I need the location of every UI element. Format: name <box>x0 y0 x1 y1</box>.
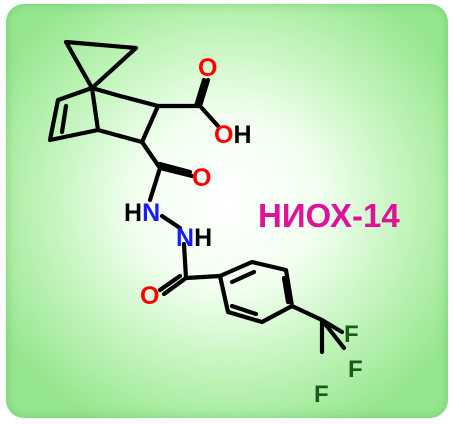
compound-name: НИОХ-14 <box>258 197 400 234</box>
fluorine-2: F <box>348 356 363 383</box>
benzene-inner-bonds <box>229 269 291 317</box>
benzoyl-bonds <box>157 241 223 297</box>
acid-carbonyl-oxygen: O <box>198 54 217 82</box>
amide-bonds <box>139 139 195 203</box>
fluorine-1: F <box>344 321 359 348</box>
cf3-bonds <box>289 303 347 355</box>
cyclopropane-ring <box>63 39 139 91</box>
amide-oxygen-1: O <box>192 164 211 192</box>
amide-nh-2: NH <box>176 224 212 252</box>
fluorine-3: F <box>314 381 329 408</box>
alkene-double-bond <box>59 103 69 135</box>
amide-nh-1: HN <box>124 199 160 227</box>
background-card <box>6 4 448 418</box>
hydrazide-bond <box>159 213 183 231</box>
amide-oxygen-2: O <box>140 282 159 310</box>
bicyclic-framework <box>47 85 161 145</box>
acid-bonds <box>155 77 221 129</box>
acid-hydroxyl: OH <box>214 121 252 149</box>
